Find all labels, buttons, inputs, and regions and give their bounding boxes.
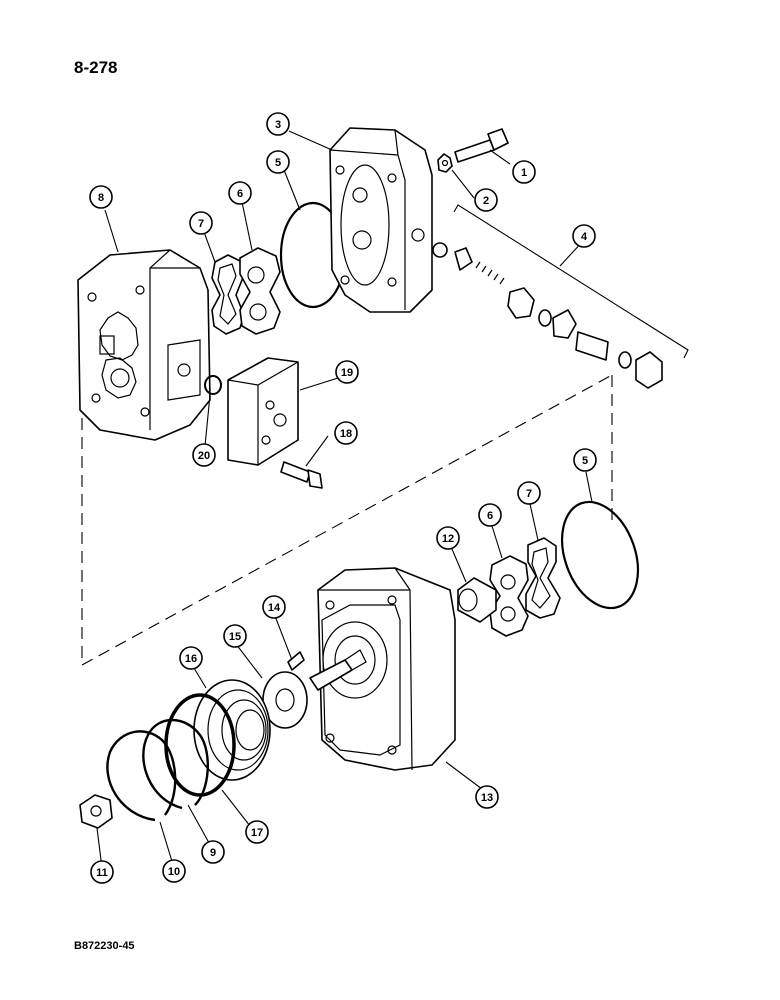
svg-text:15: 15 [229, 631, 241, 643]
callout-19: 19 [335, 360, 359, 384]
callout-9: 9 [201, 840, 225, 864]
svg-text:2: 2 [483, 195, 489, 207]
svg-text:18: 18 [340, 428, 352, 440]
part-7-seal-lower [525, 537, 561, 619]
part-6-wear-plate-upper [239, 247, 281, 335]
svg-text:5: 5 [275, 157, 281, 169]
svg-text:7: 7 [198, 218, 204, 230]
part-18-screw [280, 461, 323, 489]
svg-text:6: 6 [487, 510, 493, 522]
callout-13: 13 [475, 785, 499, 809]
callout-15: 15 [223, 624, 247, 648]
part-4-relief-valve-assembly [432, 204, 689, 389]
svg-text:3: 3 [275, 119, 281, 131]
svg-text:7: 7 [526, 488, 532, 500]
callout-7-upper: 7 [189, 211, 213, 235]
svg-text:13: 13 [481, 792, 493, 804]
svg-text:4: 4 [581, 231, 588, 243]
callout-10: 10 [162, 859, 186, 883]
part-2-lock-washer [437, 153, 453, 173]
callout-17: 17 [245, 820, 269, 844]
svg-text:11: 11 [96, 867, 108, 879]
part-8-front-housing [77, 249, 211, 441]
page-number: 8-278 [74, 58, 118, 77]
callout-2: 2 [474, 188, 498, 212]
svg-text:12: 12 [442, 533, 454, 545]
svg-text:17: 17 [251, 827, 263, 839]
leader-lines [96, 130, 593, 869]
part-12-coupling [457, 577, 497, 623]
callout-6-upper: 6 [228, 181, 252, 205]
svg-text:1: 1 [521, 167, 527, 179]
callout-4: 4 [572, 224, 596, 248]
part-9-snap-ring [142, 718, 209, 810]
svg-text:14: 14 [268, 602, 281, 614]
part-10-retaining-ring [106, 730, 177, 822]
callout-20: 20 [192, 443, 216, 467]
svg-text:9: 9 [210, 847, 216, 859]
callout-5-lower: 5 [573, 448, 597, 472]
callout-11: 11 [90, 860, 114, 884]
svg-text:16: 16 [185, 653, 197, 665]
part-20-o-ring [204, 375, 222, 395]
alignment-dashed-lines [81, 374, 613, 666]
part-5-o-ring-lower [561, 500, 639, 610]
part-1-bolt [454, 128, 509, 163]
part-11-nut [79, 794, 113, 829]
svg-text:8: 8 [98, 192, 104, 204]
callout-18: 18 [334, 421, 358, 445]
callout-12: 12 [436, 526, 460, 550]
part-6-wear-plate-lower [489, 555, 529, 637]
part-14-key [287, 651, 305, 671]
document-code: B872230-45 [74, 940, 135, 952]
svg-text:5: 5 [582, 455, 588, 467]
part-3-end-cover [329, 127, 433, 313]
svg-text:19: 19 [341, 367, 353, 379]
callout-6-lower: 6 [478, 503, 502, 527]
callout-14: 14 [262, 595, 286, 619]
callout-3: 3 [266, 112, 290, 136]
callout-1: 1 [512, 160, 536, 184]
callout-8: 8 [89, 185, 113, 209]
callout-7-lower: 7 [517, 481, 541, 505]
svg-text:6: 6 [237, 188, 243, 200]
callout-5-upper: 5 [266, 150, 290, 174]
svg-text:20: 20 [198, 450, 210, 462]
callout-16: 16 [179, 646, 203, 670]
part-13-shaft-housing [309, 567, 456, 771]
svg-text:10: 10 [168, 866, 180, 878]
part-19-port-block [227, 357, 299, 466]
